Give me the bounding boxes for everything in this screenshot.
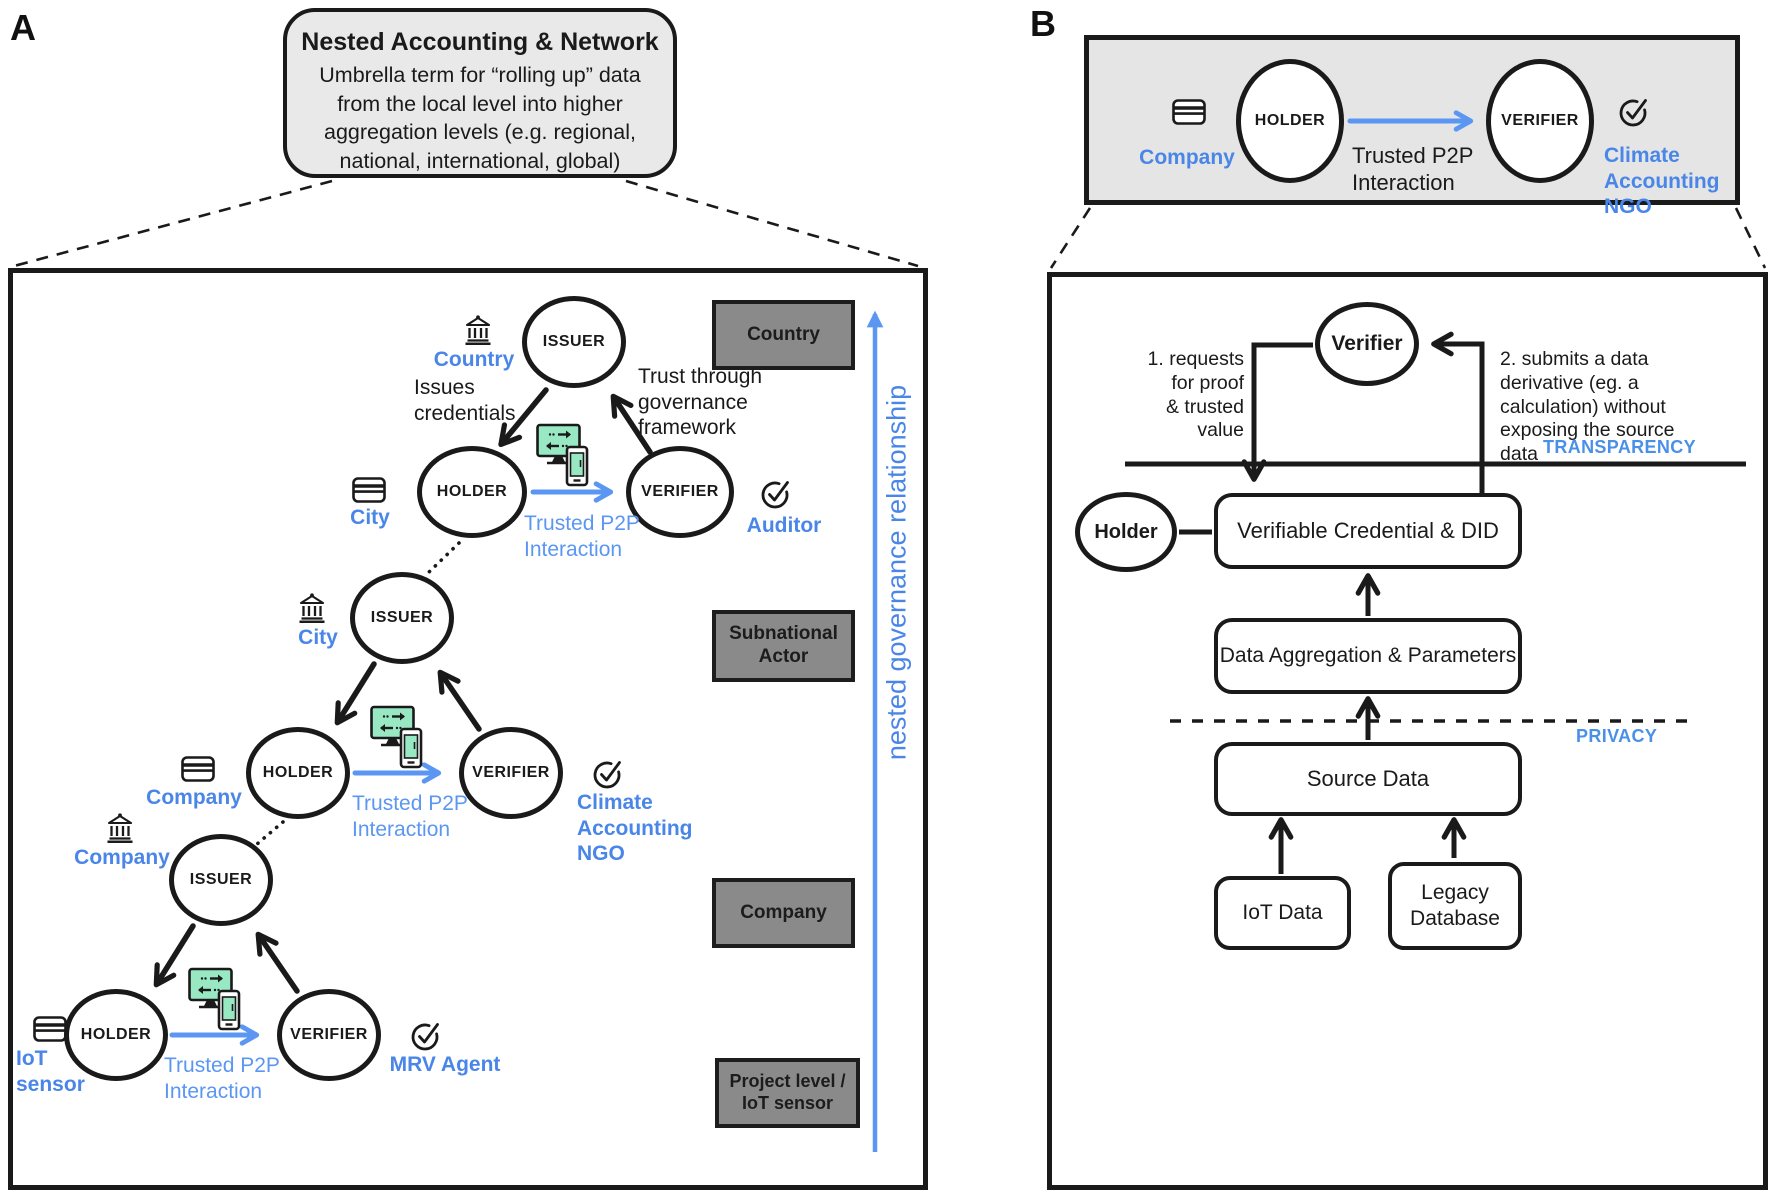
issuer-label: ISSUER xyxy=(189,871,253,888)
holder-label: HOLDER xyxy=(1254,112,1326,129)
callout-connector-lines-a xyxy=(13,179,919,268)
verifier-circle: Verifier xyxy=(1315,302,1419,386)
p2p-interaction-label: Trusted P2P Interaction xyxy=(164,1054,280,1103)
panel-a-label: A xyxy=(10,7,36,48)
issuer-label: ISSUER xyxy=(370,609,434,626)
callout-holder-circle: HOLDER xyxy=(1236,59,1344,183)
data-aggregation-label: Data Aggregation & Parameters xyxy=(1219,643,1517,667)
trust-governance-note: Trust through governance framework xyxy=(638,365,763,440)
source-data-label: Source Data xyxy=(1306,766,1430,792)
holder-circle-company: HOLDER xyxy=(246,727,350,819)
level-label: Country xyxy=(747,323,820,345)
p2p-interaction-label: Trusted P2P Interaction xyxy=(524,512,640,561)
verifier-circle-auditor: VERIFIER xyxy=(626,446,734,538)
callout-holder-entity-label: Company xyxy=(1139,146,1235,169)
holder-label: Holder xyxy=(1094,520,1158,543)
verifiable-credential-box: Verifiable Credential & DID xyxy=(1214,493,1522,569)
verifiable-credential-label: Verifiable Credential & DID xyxy=(1237,518,1499,544)
holder-entity-label: IoT sensor xyxy=(16,1047,85,1096)
issuer-circle-city: ISSUER xyxy=(350,572,454,664)
verifier-circle-mrv: VERIFIER xyxy=(277,989,381,1081)
holder-label: HOLDER xyxy=(80,1026,152,1043)
holder-circle: Holder xyxy=(1075,492,1177,572)
legacy-database-label: Legacy Database xyxy=(1410,880,1500,930)
verifier-circle-ngo: VERIFIER xyxy=(459,727,563,819)
verifier-entity-label: MRV Agent xyxy=(389,1053,501,1076)
verifier-label: Verifier xyxy=(1331,332,1403,355)
callout-title: Nested Accounting & Network xyxy=(301,28,659,56)
verifier-label: VERIFIER xyxy=(290,1026,368,1043)
level-box-company: Company xyxy=(712,878,855,948)
level-label: Company xyxy=(740,901,827,923)
issuer-circle-country: ISSUER xyxy=(522,296,626,388)
holder-circle-city: HOLDER xyxy=(417,446,527,538)
panel-b-label: B xyxy=(1030,3,1056,44)
data-aggregation-box: Data Aggregation & Parameters xyxy=(1214,618,1522,694)
p2p-interaction-label: Trusted P2P Interaction xyxy=(352,792,468,841)
callout-p2p-label: Trusted P2P Interaction xyxy=(1352,143,1474,195)
iot-data-label: IoT Data xyxy=(1242,900,1323,924)
level-box-project: Project level / IoT sensor xyxy=(715,1058,860,1128)
holder-entity-label: Company xyxy=(146,786,242,809)
panel-b-box xyxy=(1047,272,1768,1190)
issuer-circle-company: ISSUER xyxy=(169,834,273,926)
level-box-country: Country xyxy=(712,300,855,370)
level-label: Project level / IoT sensor xyxy=(729,1071,846,1113)
level-label: Subnational Actor xyxy=(729,623,838,667)
nested-accounting-callout: Nested Accounting & Network Umbrella ter… xyxy=(283,8,677,178)
holder-entity-label: City xyxy=(350,506,390,529)
governance-axis-label: nested governance relationship xyxy=(881,384,912,761)
level-box-subnational: Subnational Actor xyxy=(712,610,855,682)
submit-derivative-note: 2. submits a data derivative (eg. a calc… xyxy=(1500,348,1675,466)
privacy-label: PRIVACY xyxy=(1576,726,1658,746)
issuer-entity-label: Company xyxy=(74,846,170,869)
callout-verifier-entity-label: Climate Accounting NGO xyxy=(1604,144,1720,219)
holder-label: HOLDER xyxy=(436,483,508,500)
issuer-entity-label: City xyxy=(298,626,338,649)
issuer-entity-label: Country xyxy=(433,348,515,371)
request-proof-note: 1. requests for proof & trusted value xyxy=(1147,348,1244,442)
verifier-label: VERIFIER xyxy=(472,764,550,781)
transparency-label: TRANSPARENCY xyxy=(1543,437,1696,457)
issues-credentials-note: Issues credentials xyxy=(414,376,516,425)
iot-data-box: IoT Data xyxy=(1214,876,1351,950)
verifier-entity-label: Auditor xyxy=(746,514,822,537)
callout-body: Umbrella term for “rolling up” data from… xyxy=(319,63,641,173)
holder-label: HOLDER xyxy=(262,764,334,781)
verifier-entity-label: Climate Accounting NGO xyxy=(577,791,693,866)
issuer-label: ISSUER xyxy=(542,333,606,350)
callout-verifier-circle: VERIFIER xyxy=(1486,59,1594,183)
verifier-label: VERIFIER xyxy=(1501,112,1579,129)
source-data-box: Source Data xyxy=(1214,742,1522,816)
legacy-database-box: Legacy Database xyxy=(1388,862,1522,950)
verifier-label: VERIFIER xyxy=(641,483,719,500)
